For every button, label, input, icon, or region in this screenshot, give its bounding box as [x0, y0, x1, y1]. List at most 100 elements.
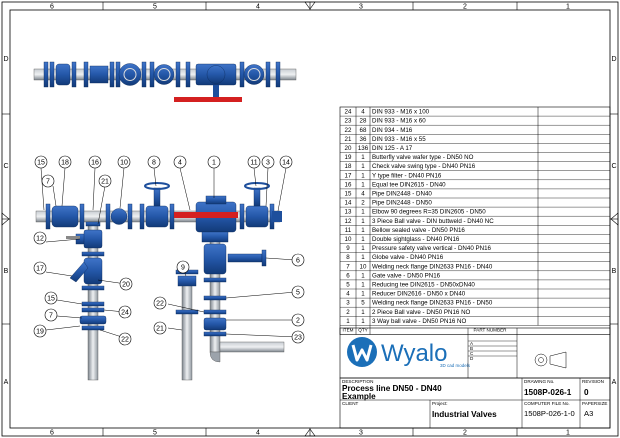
center-mark-right	[610, 212, 619, 226]
zone-row-a-right: A	[612, 379, 617, 386]
balloon-6: 6	[296, 258, 300, 265]
bom-item-number: 8	[346, 254, 350, 261]
bom-part-number: Butterfly valve wafer type - DN50 NO	[372, 154, 474, 161]
balloon-24: 24	[121, 310, 129, 317]
bom-qty: 1	[361, 218, 365, 225]
bom-header-item: ITEM	[343, 328, 354, 333]
top-view-handwheel-mid	[157, 68, 171, 81]
zone-col-1-top: 1	[566, 4, 570, 11]
bom-part-number: Gate valve - DN50 PN16	[372, 272, 441, 279]
zone-col-3-bottom: 3	[359, 430, 363, 437]
balloon-9: 9	[181, 265, 185, 272]
bom-header-part: PART NUMBER	[474, 328, 508, 333]
front-view-components	[45, 187, 275, 337]
bom-qty: 10	[360, 263, 367, 270]
field-label-d: D	[470, 356, 474, 361]
bom-part-number: 3 Way ball valve - DN50 PN16 NO	[372, 318, 467, 325]
bom-item-number: 22	[345, 127, 352, 134]
balloon-15: 15	[37, 160, 45, 167]
balloon-16: 16	[91, 160, 99, 167]
bom-qty: 36	[360, 136, 367, 143]
zone-col-5-bottom: 5	[153, 430, 157, 437]
bom-item-number: 12	[345, 218, 352, 225]
bom-item-number: 23	[345, 118, 352, 125]
zone-row-b-left: B	[4, 268, 9, 275]
computer-file-label: COMPUTER FILE No.	[524, 401, 570, 406]
client-label: CLIENT	[342, 401, 359, 406]
bom-item-number: 9	[346, 245, 350, 252]
bom-item-number: 15	[345, 191, 352, 198]
bom-part-number: Reducer DIN2616 - DN50 x DN40	[372, 291, 466, 298]
bom-item-number: 14	[345, 200, 352, 207]
project-value: Industrial Valves	[432, 410, 497, 419]
bom-part-number: Globe valve - DN40 PN16	[372, 254, 444, 261]
balloon-1: 1	[212, 160, 216, 167]
field-label-a: A	[470, 341, 474, 346]
balloon-labels: 15 18 16 10 8 4 1 11 3 14 7 21 12 17 20 …	[36, 160, 302, 344]
bom-part-number: DIN 933 - M16 x 60	[372, 118, 426, 125]
papersize-label: PAPERSIZE	[582, 401, 607, 406]
balloon-2: 2	[296, 318, 300, 325]
psv-vertical-pipe	[181, 279, 193, 381]
front-view	[35, 182, 285, 381]
description-label: DESCRIPTION	[342, 379, 373, 384]
bom-qty: 1	[361, 227, 365, 234]
bom-item-number: 21	[345, 136, 352, 143]
bom-part-number: Check valve swing type - DN40 PN16	[372, 163, 476, 170]
top-view-handwheel-left	[123, 68, 137, 81]
project-label: Project:	[432, 401, 448, 406]
bom-qty: 28	[360, 118, 367, 125]
balloon-18: 18	[61, 160, 69, 167]
bom-qty: 1	[361, 291, 365, 298]
field-label-c: C	[470, 351, 474, 356]
zone-col-3-top: 3	[359, 4, 363, 11]
balloon-8: 8	[152, 160, 156, 167]
zone-col-6-top: 6	[50, 4, 54, 11]
top-view-flanges	[43, 61, 281, 88]
bom-part-number: Pipe DIN2448 - DN40	[372, 191, 432, 198]
bom-qty: 1	[361, 154, 365, 161]
zone-row-b-right: B	[612, 268, 617, 275]
bom-item-number: 17	[345, 172, 352, 179]
bom-part-number: DIN 933 - M16 x 55	[372, 136, 426, 143]
bom-qty: 1	[361, 181, 365, 188]
zone-col-6-bottom: 6	[50, 430, 54, 437]
bom-qty: 2	[361, 200, 365, 207]
balloon-19: 19	[36, 329, 44, 336]
bom-item-number: 5	[346, 282, 350, 289]
balloons	[33, 155, 305, 346]
zone-col-4-bottom: 4	[256, 430, 260, 437]
bom-item-number: 13	[345, 209, 352, 216]
drawing-no-value: 1508P-026-1	[524, 388, 572, 397]
bom-part-number: Bellow sealed valve - DN50 PN16	[372, 227, 465, 234]
bom-part-number: Double sightglass - DN40 PN16	[372, 236, 460, 243]
balloon-4: 4	[178, 160, 182, 167]
bom-item-number: 3	[346, 300, 350, 307]
three-way-valve-red-handle	[174, 212, 238, 218]
center-mark-top	[304, 1, 316, 10]
bom-item-number: 19	[345, 154, 352, 161]
zone-row-d-right: D	[611, 56, 616, 63]
bom-header-qty: QTY	[358, 328, 367, 333]
balloon-3: 3	[266, 160, 270, 167]
drawing-no-label: DRAWING No.	[524, 379, 554, 384]
bom-qty: 1	[361, 282, 365, 289]
zone-row-d-left: D	[3, 56, 8, 63]
bottom-outlet-pipe	[219, 341, 285, 353]
bom-item-number: 7	[346, 263, 350, 270]
bom-qty: 4	[361, 109, 365, 116]
zone-row-c-right: C	[611, 163, 616, 170]
bom-part-number: DIN 125 - A 17	[372, 145, 413, 152]
bom-part-number: Welding neck flange DIN2633 PN16 - DN50	[372, 300, 493, 307]
bom-part-number: 2 Piece Ball valve - DN50 PN16 NO	[372, 309, 471, 316]
bom-part-number: 3 Piece Ball valve - DIN buttweld - DN40…	[372, 218, 494, 225]
bom-qty: 68	[360, 127, 367, 134]
bom-part-number: Pressure safety valve vertical - DN40 PN…	[372, 245, 492, 252]
elbow-right	[272, 211, 282, 222]
bom-part-number: Pipe DIN2448 - DN50	[372, 200, 432, 207]
bom-item-number: 11	[345, 227, 352, 234]
zone-row-c-left: C	[3, 163, 8, 170]
